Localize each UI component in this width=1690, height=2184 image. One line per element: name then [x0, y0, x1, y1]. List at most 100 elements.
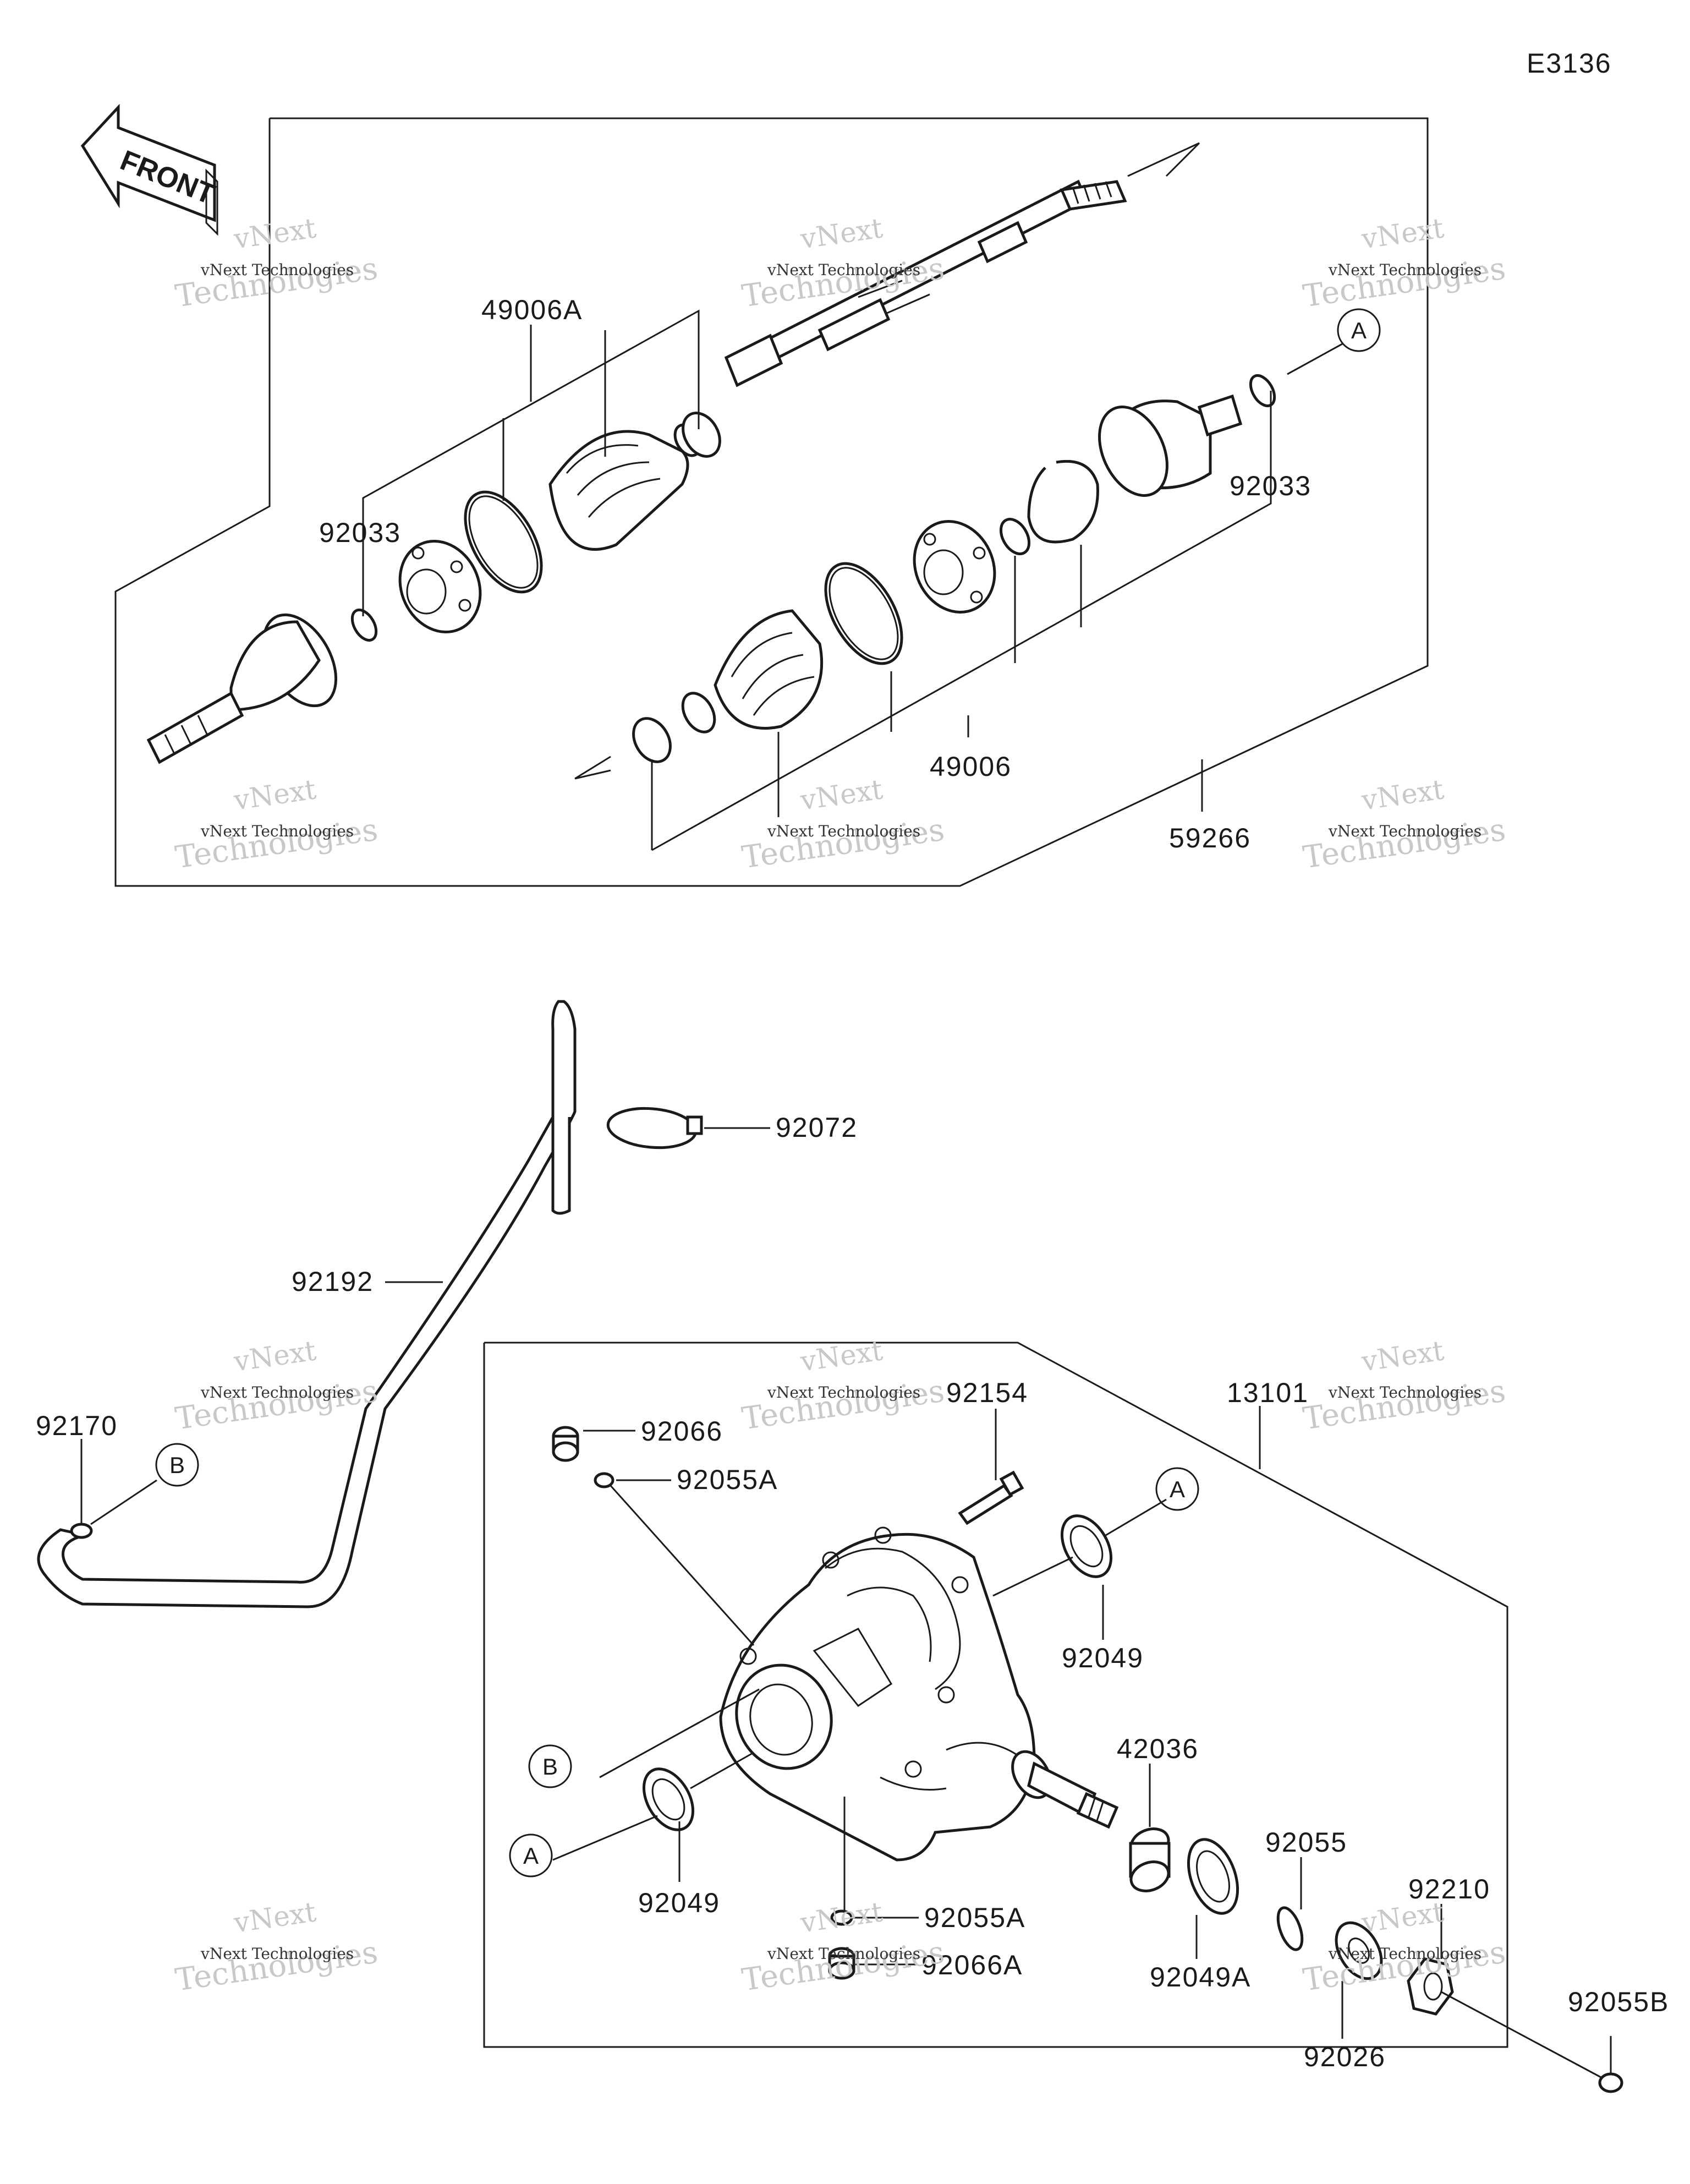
- label-42036: 42036: [1117, 1733, 1199, 1764]
- outer-cv-joint-left: [146, 613, 338, 764]
- bolt-92154: [958, 1470, 1024, 1525]
- cv-cage-right: [913, 519, 996, 614]
- watermark-large-text: Technologies: [1301, 250, 1508, 314]
- svg-text:B: B: [169, 1452, 185, 1478]
- svg-text:A: A: [1170, 1476, 1185, 1502]
- oring-92055A-top: [594, 1472, 614, 1488]
- label-92033-left: 92033: [319, 517, 401, 548]
- watermark-large-text: Technologies: [1301, 812, 1508, 875]
- label-92154: 92154: [946, 1377, 1028, 1408]
- seal-92049-left: [642, 1767, 695, 1831]
- watermark-large-text: Technologies: [740, 1934, 947, 1998]
- watermark-small-text: vNext Technologies: [767, 1383, 920, 1402]
- watermark-large-text: Technologies: [1301, 1373, 1508, 1437]
- oring-92055A-bottom: [830, 1909, 853, 1926]
- gear-case-frame: [483, 1342, 1508, 2048]
- small-ring-right: [999, 518, 1031, 555]
- label-92049-top: 92049: [1062, 1643, 1144, 1673]
- boot-band-left: [464, 490, 543, 594]
- label-92055A-bottom: 92055A: [924, 1902, 1025, 1933]
- watermark-vnext-text: vNext: [1359, 773, 1446, 816]
- hose-clamp: [606, 1107, 703, 1150]
- collar-42036: [1129, 1827, 1171, 1892]
- hose-clip-icon: [70, 1523, 93, 1539]
- oring-92055: [1276, 1906, 1304, 1951]
- watermark-vnext-text: vNext: [798, 773, 885, 816]
- label-92072: 92072: [776, 1112, 858, 1143]
- watermark-vnext-text: vNext: [1359, 212, 1446, 255]
- label-92026: 92026: [1304, 2041, 1386, 2072]
- boot-ring-right: [632, 717, 672, 763]
- pinion-shaft: [1011, 1750, 1119, 1829]
- label-92055: 92055: [1265, 1827, 1347, 1858]
- cv-boot-left: [548, 423, 702, 551]
- boot-band-right: [824, 562, 903, 665]
- seal-92049-top: [1060, 1514, 1113, 1578]
- label-92066: 92066: [641, 1416, 723, 1447]
- plug-92066: [552, 1426, 579, 1462]
- watermark-small-text: vNext Technologies: [1328, 261, 1482, 279]
- watermark-small-text: vNext Technologies: [200, 822, 354, 840]
- watermark-large-text: Technologies: [173, 812, 380, 875]
- large-circlip-right: [1027, 459, 1099, 544]
- watermark-vnext-text: vNext: [798, 212, 885, 255]
- label-92033-right: 92033: [1230, 470, 1312, 501]
- leader-lines-top: [362, 309, 1272, 851]
- callout-a-top: A: [1337, 308, 1381, 352]
- final-gear-case: [719, 1526, 1036, 1862]
- watermark-vnext-text: vNext: [232, 1896, 318, 1939]
- watermark-small-text: vNext Technologies: [1328, 822, 1482, 840]
- nut-92210: [1407, 1957, 1454, 2016]
- watermark-small-text: vNext Technologies: [767, 261, 920, 279]
- breather-hose: [37, 1000, 577, 1608]
- label-92066A: 92066A: [921, 1950, 1023, 1980]
- watermark-vnext-text: vNext: [232, 773, 318, 816]
- label-13101: 13101: [1227, 1377, 1309, 1408]
- watermark-small-text: vNext Technologies: [200, 1945, 354, 1963]
- watermark-small-text: vNext Technologies: [200, 261, 354, 279]
- circlip-right: [1249, 374, 1276, 407]
- watermark-vnext-text: vNext: [1359, 1896, 1446, 1939]
- cv-boot-right: [681, 609, 824, 734]
- inner-cv-joint-right: [1098, 394, 1243, 497]
- watermark-small-text: vNext Technologies: [767, 1945, 920, 1963]
- drive-shaft: [724, 142, 1200, 387]
- watermark-large-text: Technologies: [173, 250, 380, 314]
- watermark-large-text: Technologies: [1301, 1934, 1508, 1998]
- leader-lines-bottom: [552, 1406, 1612, 2078]
- svg-text:A: A: [1351, 318, 1367, 343]
- watermark-vnext-text: vNext: [798, 1334, 885, 1377]
- watermark-large-text: Technologies: [173, 1934, 380, 1998]
- label-92055B: 92055B: [1568, 1986, 1669, 2017]
- label-92170: 92170: [36, 1410, 118, 1441]
- watermark-vnext-text: vNext: [798, 1896, 885, 1939]
- oring-92055B: [1598, 2072, 1623, 2093]
- label-49006: 49006: [930, 751, 1012, 782]
- label-92055A-top: 92055A: [677, 1464, 778, 1495]
- circlip-left: [350, 609, 378, 642]
- plug-92066A: [828, 1947, 855, 1980]
- watermark-vnext-text: vNext: [232, 212, 318, 255]
- cv-cage-left: [398, 539, 482, 634]
- label-92210: 92210: [1408, 1874, 1490, 1904]
- label-92049-left: 92049: [638, 1887, 720, 1918]
- label-92192: 92192: [292, 1266, 374, 1297]
- watermark-small-text: vNext Technologies: [767, 822, 920, 840]
- callout-a-right: A: [1155, 1467, 1199, 1511]
- washer-92026: [1335, 1921, 1383, 1980]
- seal-92049A: [1187, 1838, 1239, 1915]
- callout-b-case: B: [528, 1744, 572, 1788]
- watermark-small-text: vNext Technologies: [1328, 1945, 1482, 1963]
- front-arrow-icon: FRONT: [80, 103, 219, 236]
- callout-b-hose: B: [155, 1443, 199, 1487]
